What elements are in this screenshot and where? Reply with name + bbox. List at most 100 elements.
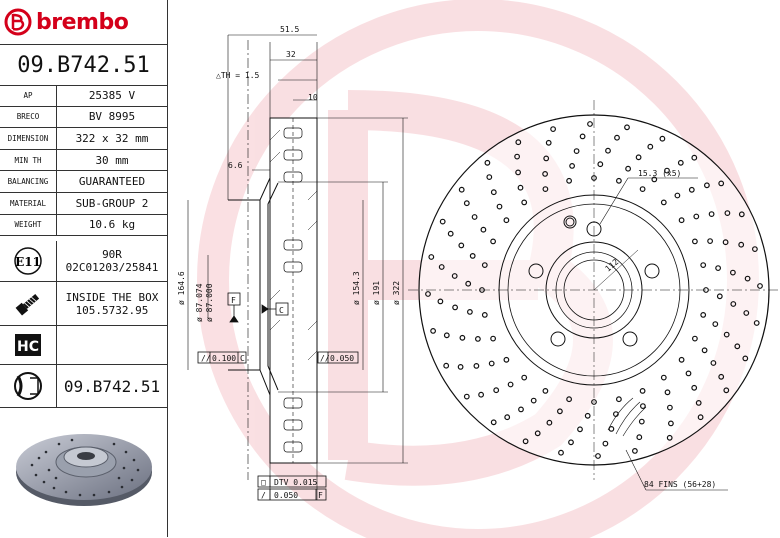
drilled-hole xyxy=(742,355,749,362)
drilled-hole xyxy=(659,135,666,142)
spec-value: SUB-GROUP 2 xyxy=(56,192,167,215)
dim-51-5: 51.5 xyxy=(280,25,299,34)
tol-dtv: DTV 0.015 xyxy=(274,478,318,487)
drilled-hole xyxy=(744,275,751,282)
hc-icon: HC xyxy=(0,326,57,364)
hc-row: HC xyxy=(0,326,167,365)
drilled-hole xyxy=(517,184,524,191)
dim-d87b: ø 87.000 xyxy=(205,283,214,322)
drilled-hole xyxy=(668,420,674,427)
drilled-hole xyxy=(458,242,465,249)
drilled-hole xyxy=(636,434,643,441)
drilled-hole xyxy=(550,126,557,133)
drilled-hole xyxy=(447,230,454,237)
drilled-hole xyxy=(443,332,450,339)
drilled-hole xyxy=(503,356,510,363)
drilled-hole xyxy=(587,121,593,127)
drilled-hole xyxy=(521,374,528,381)
drilled-hole xyxy=(515,169,522,176)
part-number-secondary: 09.B742.51 xyxy=(63,376,161,396)
drilled-hole xyxy=(597,161,604,168)
disc-profile-icon xyxy=(0,365,57,407)
spec-key: BALANCING xyxy=(0,170,57,193)
drilled-hole xyxy=(647,143,654,150)
dim-d154: ø 154.3 xyxy=(352,271,361,305)
drilled-hole xyxy=(496,203,503,210)
symbol-parallel-icon: // xyxy=(201,354,211,363)
drilled-hole xyxy=(534,430,541,437)
drilled-hole xyxy=(543,155,550,162)
dim-d87a: ø 87.074 xyxy=(195,283,204,322)
symbol-runout-icon: / xyxy=(261,491,266,500)
spec-key: DIMENSION xyxy=(0,127,57,150)
drilled-hole xyxy=(660,374,667,381)
drilled-hole xyxy=(712,321,719,328)
drilled-hole xyxy=(467,309,473,315)
drilled-hole xyxy=(504,414,511,421)
dim-d322: ø 322 xyxy=(392,281,401,305)
drilled-hole xyxy=(478,391,485,398)
drilled-hole xyxy=(591,399,597,405)
drilled-hole xyxy=(443,362,450,369)
drilled-hole xyxy=(677,159,684,166)
drilled-hole xyxy=(451,273,458,279)
datum-f: F xyxy=(231,296,236,305)
drilled-hole xyxy=(616,177,622,184)
technical-drawing: 51.5 32 △TH = 1.5 10 6.6 ø 164.6 ø 87.07… xyxy=(177,0,780,538)
drilled-hole xyxy=(473,363,480,369)
drilled-hole xyxy=(437,298,444,305)
drilled-hole xyxy=(734,343,741,350)
tol-flatness: 0.050 xyxy=(330,354,354,363)
drilled-hole xyxy=(521,199,528,206)
drilled-hole xyxy=(566,177,573,184)
kit-number: 105.5732.95 xyxy=(75,303,149,317)
drilled-hole xyxy=(602,440,609,447)
drilled-hole xyxy=(557,408,563,415)
spec-value: GUARANTEED xyxy=(56,170,167,193)
drilled-hole xyxy=(542,170,549,177)
spec-key: WEIGHT xyxy=(0,214,57,237)
drilled-hole xyxy=(639,186,646,193)
drilled-hole xyxy=(640,403,646,410)
datum-c: C xyxy=(279,306,284,315)
kit-row: INSIDE THE BOX 105.5732.95 xyxy=(0,282,167,326)
drilled-hole xyxy=(479,287,485,293)
drilled-hole xyxy=(573,148,580,155)
part-number-row: 09.B742.51 xyxy=(0,365,167,408)
drilled-hole xyxy=(484,159,491,166)
spec-value: 10.6 kg xyxy=(56,214,167,237)
drilled-hole xyxy=(716,293,723,300)
drilled-hole xyxy=(685,370,692,377)
drilled-hole xyxy=(463,200,470,207)
homologation-row: E11 90R 02C01203/25841 xyxy=(0,241,167,282)
drilled-hole xyxy=(459,334,466,341)
drilled-hole xyxy=(481,312,488,318)
drilled-hole xyxy=(568,439,574,446)
drilled-hole xyxy=(493,387,500,394)
drilled-hole xyxy=(558,449,564,456)
drilled-hole xyxy=(488,360,495,367)
drilled-hole xyxy=(678,356,685,363)
symbol-parallel-icon-2: // xyxy=(320,354,330,363)
drilled-hole xyxy=(752,246,758,253)
drilled-hole xyxy=(605,147,611,154)
drilled-hole xyxy=(430,328,437,334)
drilled-hole xyxy=(723,387,730,394)
drilled-hole xyxy=(697,414,704,421)
spec-value: 25385 V xyxy=(56,85,167,107)
drilled-hole xyxy=(438,264,445,270)
drilled-hole xyxy=(514,153,521,160)
drilled-hole xyxy=(632,448,638,454)
drilled-hole xyxy=(660,199,667,206)
drilled-hole xyxy=(465,280,472,287)
drilled-hole xyxy=(591,175,597,181)
drilled-hole xyxy=(753,320,760,326)
drilled-hole xyxy=(638,418,645,425)
